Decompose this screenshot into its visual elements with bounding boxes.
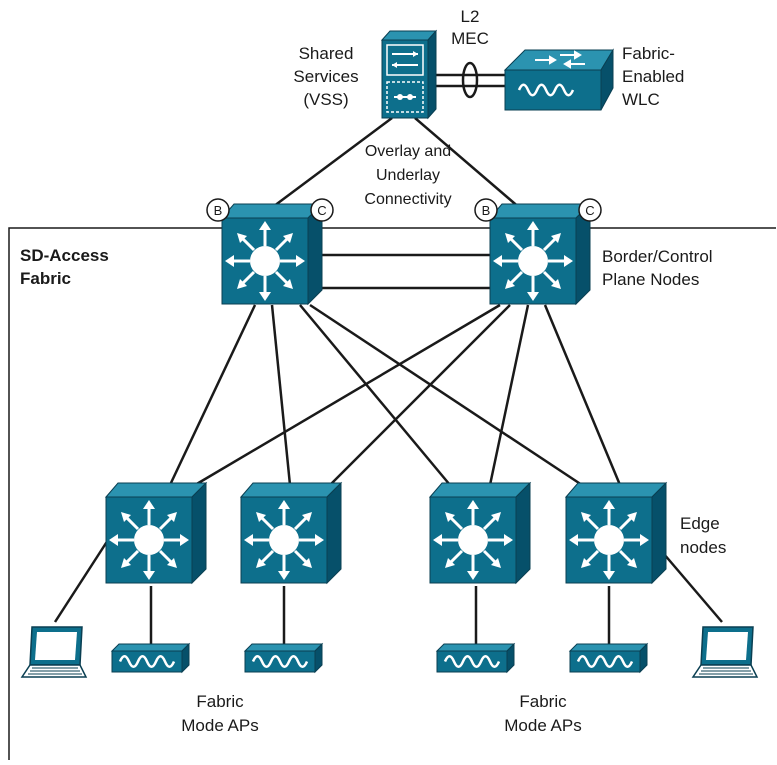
edge-node-1-icon xyxy=(104,481,208,585)
badge-control-left: C xyxy=(310,198,334,222)
svg-text:B: B xyxy=(214,203,223,218)
access-point-1-icon xyxy=(110,642,191,674)
vss-switch-icon xyxy=(380,29,438,120)
edge-node-3-icon xyxy=(428,481,532,585)
wlc-icon xyxy=(503,48,614,111)
badge-border-left: B xyxy=(206,198,230,222)
access-point-3-icon xyxy=(435,642,516,674)
border-cp-node-right-icon xyxy=(488,202,592,306)
svg-text:B: B xyxy=(482,203,491,218)
l2-mec-links xyxy=(430,73,518,88)
badge-control-right: C xyxy=(578,198,602,222)
access-point-2-icon xyxy=(243,642,324,674)
badge-border-right: B xyxy=(474,198,498,222)
edge-node-2-icon xyxy=(239,481,343,585)
svg-text:C: C xyxy=(317,203,326,218)
laptop-left-icon xyxy=(21,626,87,678)
svg-text:C: C xyxy=(585,203,594,218)
access-point-4-icon xyxy=(568,642,649,674)
border-cp-node-left-icon xyxy=(220,202,324,306)
laptop-right-icon xyxy=(692,626,758,678)
edge-node-4-icon xyxy=(564,481,668,585)
mec-bundle-icon xyxy=(461,61,479,99)
